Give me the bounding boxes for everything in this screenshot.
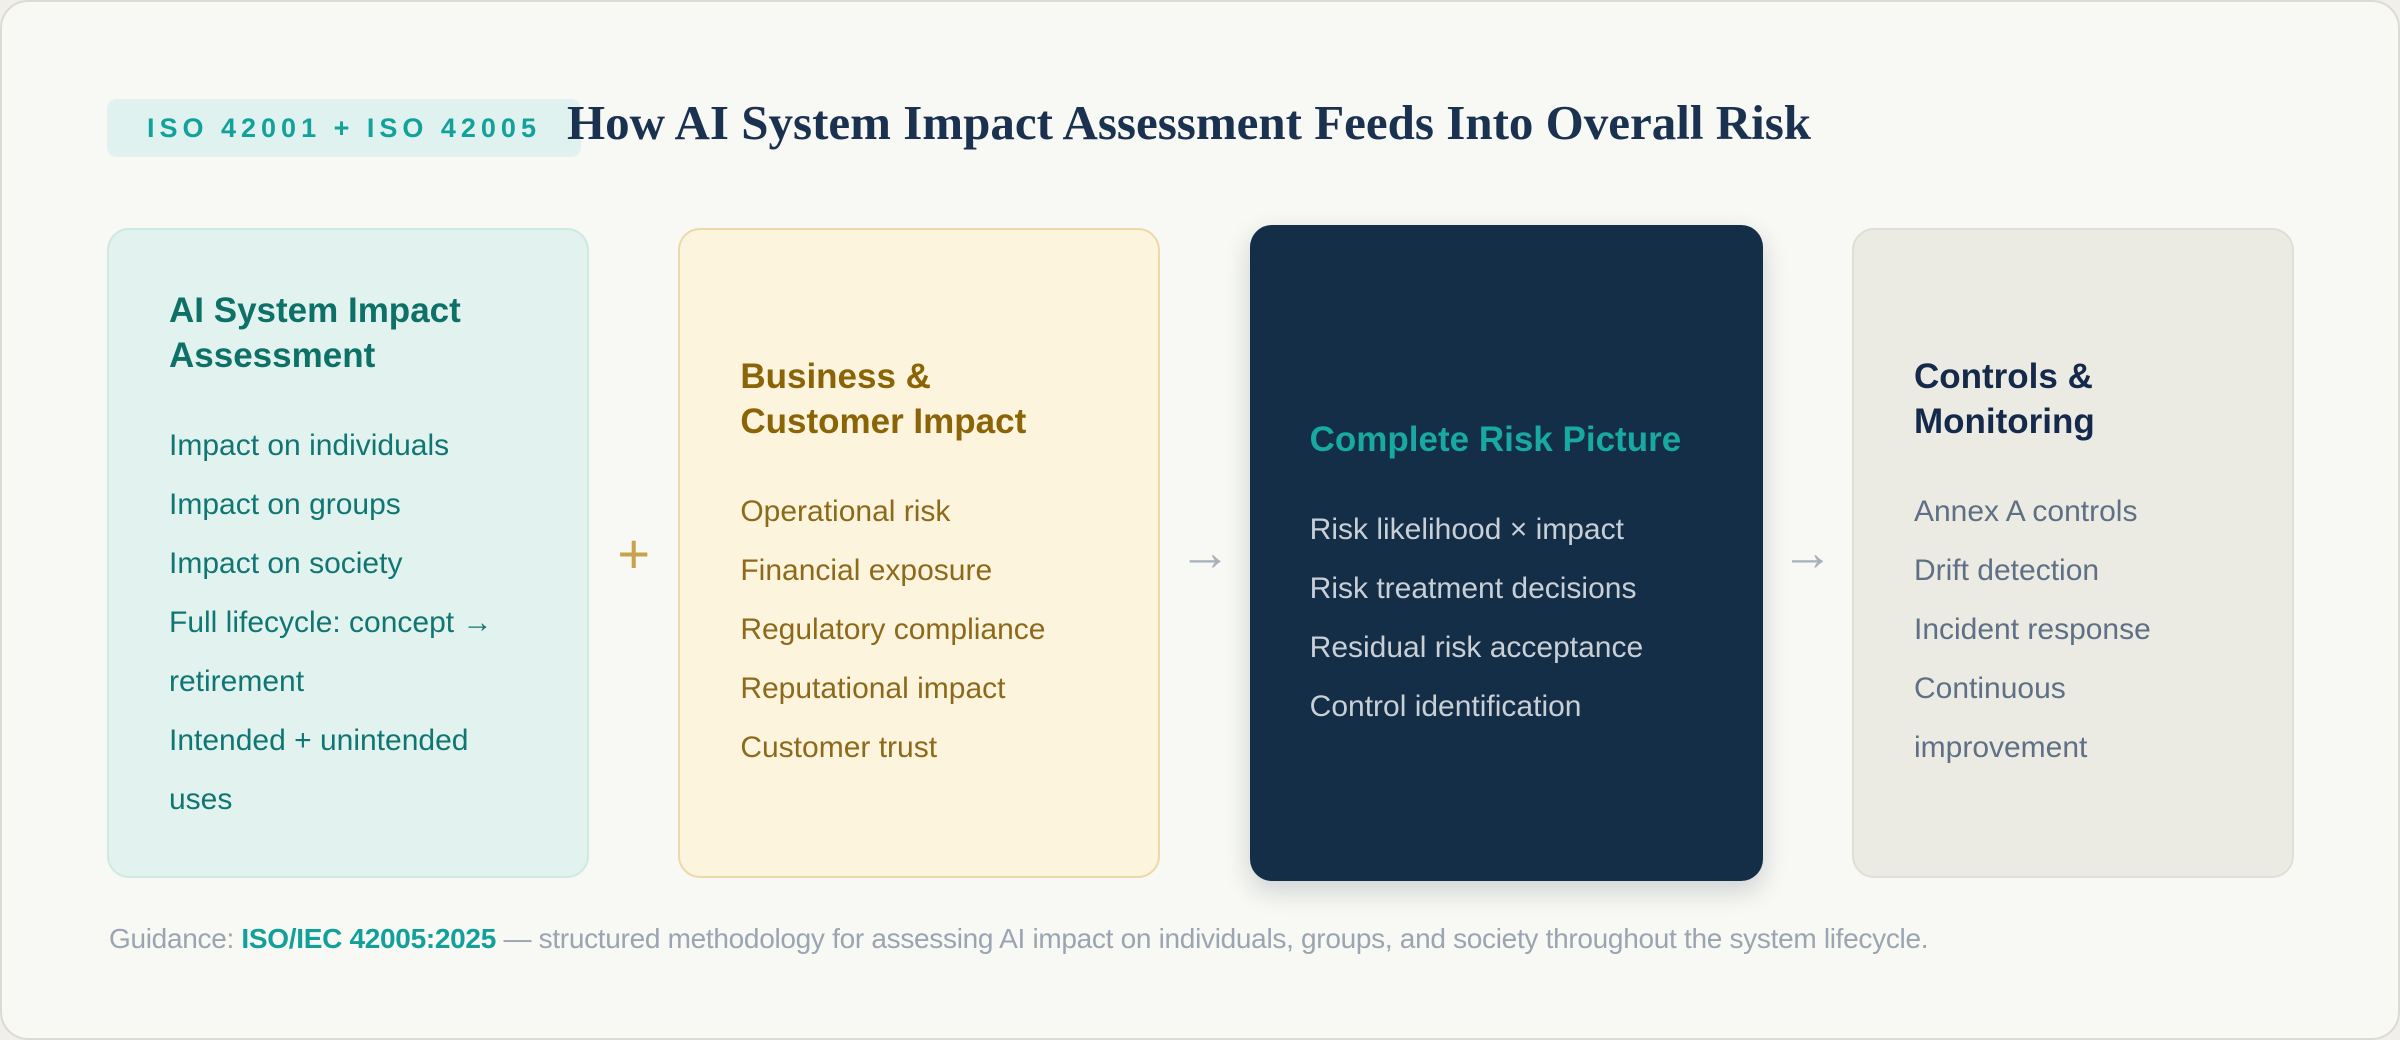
card-item-list: Operational risk Financial exposure Regu… [740,482,1098,777]
card-heading: AI System Impact Assessment [169,291,461,375]
list-item: Impact on society [169,547,403,580]
card-business-customer-impact: Business & Customer Impact Operational r… [678,228,1161,878]
list-item: Drift detection [1913,554,2100,587]
list-item: Impact on groups [169,488,401,521]
card-complete-risk-picture: Complete Risk Picture Risk likelihood × … [1249,225,1763,881]
list-item: Control identification [1309,690,1582,723]
plus-connector-icon: + [617,521,651,585]
list-item: Operational risk [740,495,951,528]
right-arrow-icon: → [1781,524,1834,582]
card-heading: Complete Risk Picture [1309,420,1682,459]
list-item: Financial exposure [740,554,993,587]
card-ai-system-impact-assessment: AI System Impact Assessment Impact on in… [107,228,589,878]
list-item: Regulatory compliance [740,613,1046,646]
card-controls-monitoring: Controls & Monitoring Annex A controls D… [1851,228,2294,878]
iso-badge: ISO 42001 + ISO 42005 [107,99,581,157]
list-item: Intended + unintended uses [169,724,469,816]
list-item: Impact on individuals [169,429,450,462]
list-item: Residual risk acceptance [1309,631,1644,664]
card-item-list: Risk likelihood × impact Risk treatment … [1310,500,1703,736]
guidance-standard-ref: ISO/IEC 42005:2025 [241,923,496,954]
list-item: Annex A controls [1913,495,2138,528]
right-arrow-icon: → [1178,524,1231,582]
card-heading: Controls & Monitoring [1913,357,2095,441]
cards-row: AI System Impact Assessment Impact on in… [107,225,2294,884]
list-item: Incident response [1913,613,2151,646]
card-item-list: Annex A controls Drift detection Inciden… [1914,482,2232,777]
list-item: Risk treatment decisions [1309,572,1637,605]
card-heading: Business & Customer Impact [740,357,1027,441]
page-title: How AI System Impact Assessment Feeds In… [567,95,1812,150]
list-item: Reputational impact [740,672,1006,705]
list-item: Risk likelihood × impact [1309,513,1624,546]
list-item: Customer trust [740,731,938,764]
card-item-list: Impact on individuals Impact on groups I… [169,416,527,829]
guidance-note: Guidance: ISO/IEC 42005:2025 — structure… [109,919,1929,959]
list-item: Continuous improvement [1913,672,2088,764]
guidance-prefix: Guidance: [109,923,242,954]
list-item: Full lifecycle: concept → retirement [169,606,493,698]
guidance-text: — structured methodology for assessing A… [495,923,1929,954]
